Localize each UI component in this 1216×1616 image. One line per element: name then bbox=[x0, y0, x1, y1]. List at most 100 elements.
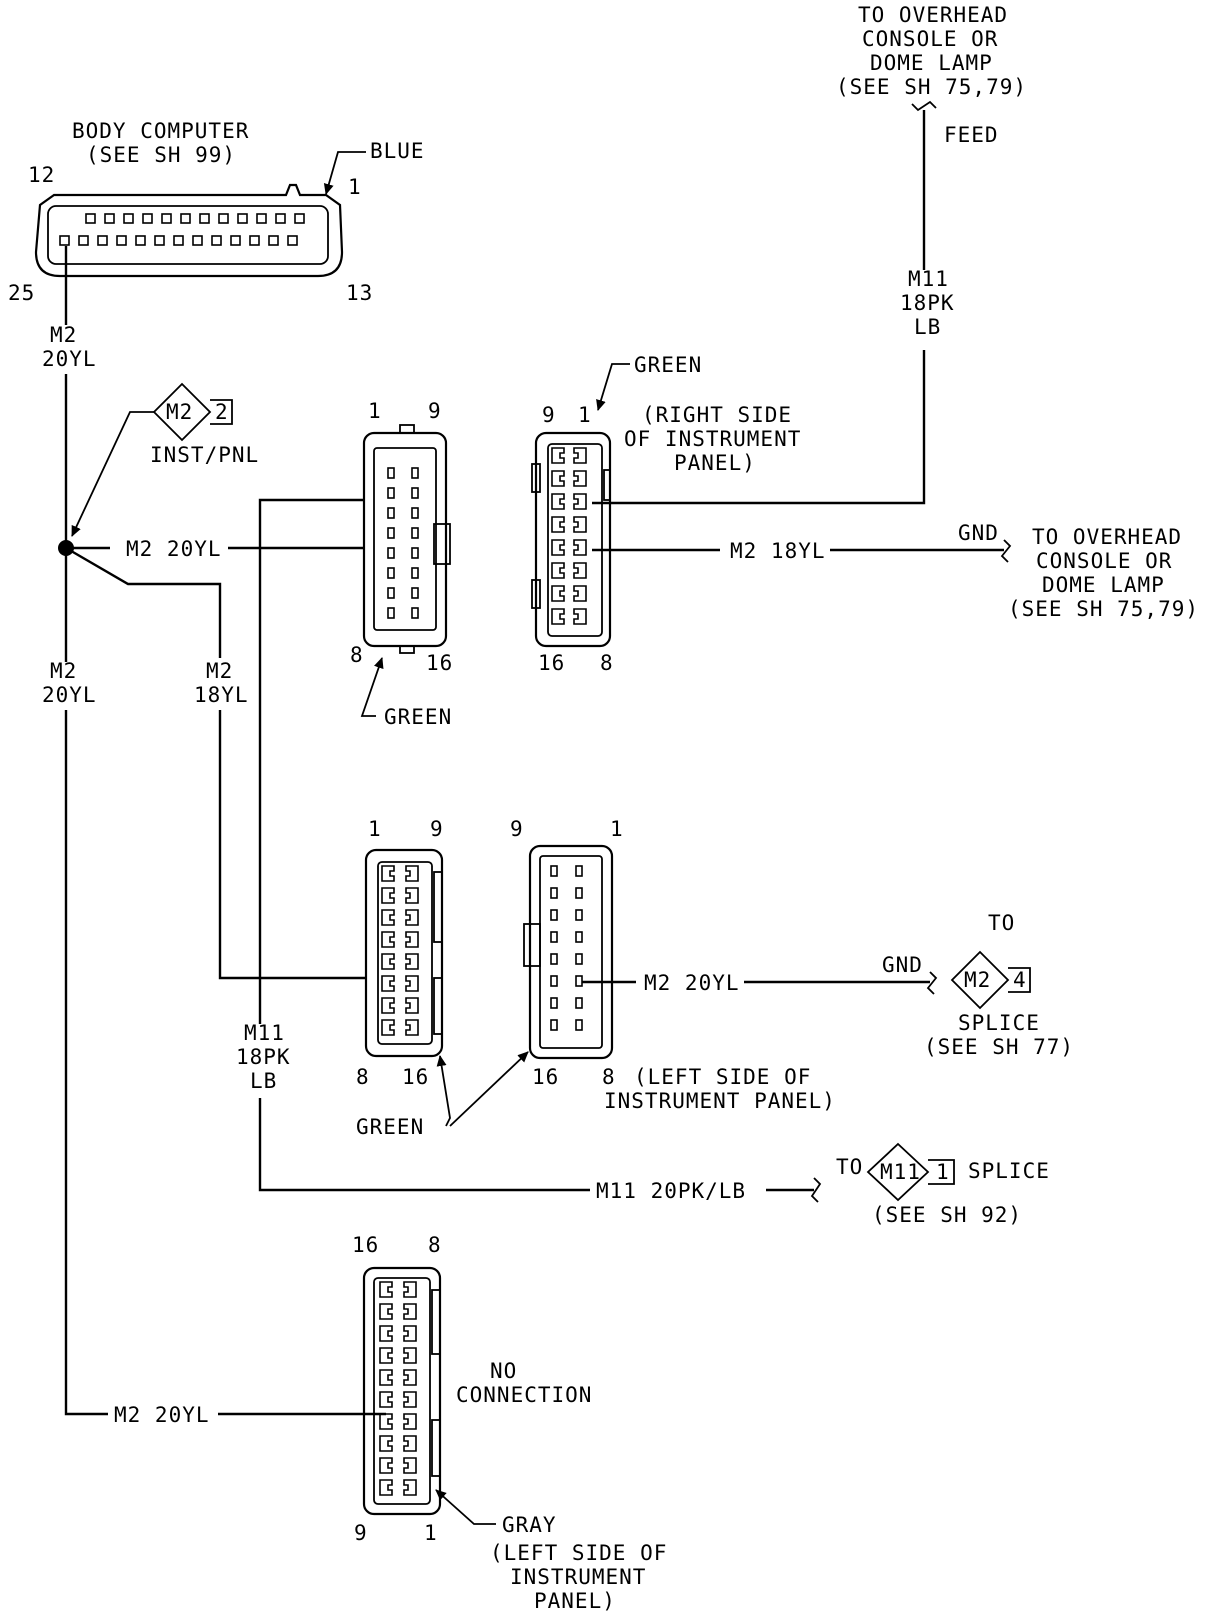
connector-pin bbox=[387, 467, 395, 479]
connector-pin bbox=[387, 487, 395, 499]
connector-cavity bbox=[405, 909, 419, 926]
connector-cavity bbox=[379, 1435, 393, 1452]
overhead-right-line2: CONSOLE OR bbox=[1036, 549, 1172, 573]
wire-m2-trunk-bottom bbox=[64, 710, 108, 1416]
overhead-right-line1: TO OVERHEAD bbox=[1032, 525, 1182, 549]
connector-shell bbox=[362, 1266, 442, 1516]
connector-cavity bbox=[381, 865, 395, 882]
wire-label-20yl: 20YL bbox=[42, 347, 97, 371]
connector-shell bbox=[528, 844, 614, 1060]
connector-cavity bbox=[381, 975, 395, 992]
connector-cavity bbox=[403, 1413, 417, 1430]
pin-label-9: 9 bbox=[542, 403, 556, 427]
connector-pin bbox=[575, 975, 583, 987]
connector-pin bbox=[550, 887, 558, 899]
connector-latch bbox=[433, 523, 451, 565]
connector-key-top bbox=[399, 424, 415, 434]
location-label-1: (LEFT SIDE OF bbox=[490, 1541, 667, 1565]
body-computer-shell bbox=[34, 183, 344, 278]
connector-pin bbox=[550, 975, 558, 987]
connector-cavity bbox=[381, 997, 395, 1014]
connector-pins bbox=[387, 467, 419, 619]
body-computer-pins-row1 bbox=[85, 213, 305, 224]
pin-label-25: 25 bbox=[8, 281, 35, 305]
connector-pin bbox=[411, 487, 419, 499]
connector-pin bbox=[387, 587, 395, 599]
connector-inner bbox=[547, 443, 603, 637]
connector-color-label: GRAY bbox=[502, 1513, 557, 1537]
connector-cavity bbox=[551, 562, 565, 579]
connector-pin bbox=[97, 235, 108, 246]
wire-break-splice-m2 bbox=[926, 971, 938, 995]
connector-pin bbox=[59, 235, 70, 246]
connector-upper-right: GREEN 9 1 (RIGHT SIDE OF INSTRUMENT PANE… bbox=[531, 353, 801, 675]
connector-pin bbox=[211, 235, 222, 246]
splice-num: 4 bbox=[1013, 968, 1027, 992]
connector-cavity bbox=[551, 539, 565, 556]
connector-mid-right: 9 1 16 8 (LEFT SIDE OF INSTRUMENT PANEL) bbox=[510, 817, 835, 1113]
connector-pin bbox=[575, 909, 583, 921]
connector-pin bbox=[116, 235, 127, 246]
pin-label-9: 9 bbox=[510, 817, 524, 841]
wire-label-lb-left: LB bbox=[250, 1069, 277, 1093]
connector-cavity bbox=[381, 953, 395, 970]
connector-pin bbox=[411, 527, 419, 539]
connector-pin bbox=[411, 467, 419, 479]
overhead-top-line2: CONSOLE OR bbox=[862, 27, 998, 51]
connector-color-label: GREEN bbox=[634, 353, 702, 377]
pin-label-16: 16 bbox=[426, 651, 453, 675]
connector-pin bbox=[387, 547, 395, 559]
connector-pin bbox=[142, 213, 153, 224]
wire-label-m2: M2 bbox=[50, 323, 77, 347]
green-pointer-arrow bbox=[360, 657, 384, 717]
connector-pin bbox=[575, 1019, 583, 1031]
wire-label-18yl: 18YL bbox=[194, 683, 249, 707]
connector-inner bbox=[377, 861, 433, 1045]
overhead-right-line3: DOME LAMP bbox=[1042, 573, 1165, 597]
connector-pin bbox=[411, 587, 419, 599]
connector-pin bbox=[199, 213, 210, 224]
connector-latch bbox=[523, 923, 541, 967]
pin-label-8: 8 bbox=[356, 1065, 370, 1089]
splice-ref: (SEE SH 92) bbox=[872, 1203, 1022, 1227]
connector-pin bbox=[123, 213, 134, 224]
location-label-3: PANEL) bbox=[674, 451, 756, 475]
connector-cavity bbox=[403, 1281, 417, 1298]
overhead-right-line4: (SEE SH 75,79) bbox=[1008, 597, 1199, 621]
connector-cavity bbox=[403, 1479, 417, 1496]
connector-cavity bbox=[381, 909, 395, 926]
connector-cavity bbox=[405, 887, 419, 904]
connector-pin bbox=[411, 507, 419, 519]
connector-bottom: 16 8 9 1 NO CONNECTION GRAY (LEFT SIDE O… bbox=[352, 1233, 667, 1613]
connector-cavity bbox=[551, 470, 565, 487]
splice-label: SPLICE bbox=[958, 1011, 1040, 1035]
connector-cavity bbox=[379, 1303, 393, 1320]
connector-cavity bbox=[403, 1347, 417, 1364]
connector-pins bbox=[551, 447, 587, 625]
connector-pin bbox=[575, 997, 583, 1009]
body-computer-ref: (SEE SH 99) bbox=[86, 143, 236, 167]
pin-label-9: 9 bbox=[354, 1521, 368, 1545]
connector-cavity bbox=[379, 1479, 393, 1496]
connector-color-label: GREEN bbox=[384, 705, 452, 729]
wire-label-m11-right: M11 bbox=[908, 267, 949, 291]
splice-label: SPLICE bbox=[968, 1159, 1050, 1183]
connector-latch-bottom bbox=[433, 977, 443, 1035]
connector-cavity bbox=[551, 447, 565, 464]
location-label-2: OF INSTRUMENT bbox=[624, 427, 801, 451]
connector-latch-bottom bbox=[431, 1419, 441, 1477]
splice-to-label: TO bbox=[836, 1155, 863, 1179]
connector-cavity bbox=[379, 1347, 393, 1364]
splice-tab bbox=[928, 1159, 955, 1185]
green-arrow-mid-right bbox=[449, 1051, 529, 1127]
connector-cavity bbox=[551, 493, 565, 510]
connector-pin bbox=[550, 997, 558, 1009]
overhead-console-top: TO OVERHEAD CONSOLE OR DOME LAMP (SEE SH… bbox=[836, 3, 1026, 147]
wire-label-m2-18: M2 bbox=[206, 659, 233, 683]
splice-ref: (SEE SH 77) bbox=[924, 1035, 1074, 1059]
pin-label-1: 1 bbox=[348, 175, 362, 199]
connector-pin bbox=[275, 213, 286, 224]
pin-label-1: 1 bbox=[610, 817, 624, 841]
connector-pin bbox=[411, 547, 419, 559]
connector-cavity bbox=[551, 516, 565, 533]
